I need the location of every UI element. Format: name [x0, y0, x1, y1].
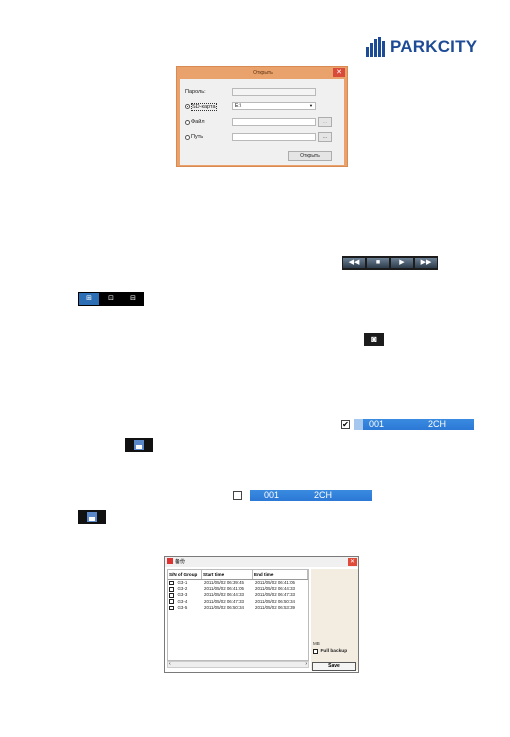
table-row[interactable]: G3-1 2011/05/02 06:39:45 2011/05/02 06:4…: [168, 580, 308, 586]
password-input[interactable]: [232, 88, 316, 96]
path-option-label: Путь: [191, 134, 204, 140]
channel-selector[interactable]: 001 2CH: [354, 419, 474, 430]
channel-selector[interactable]: 001 2CH: [250, 490, 372, 501]
row-checkbox[interactable]: [169, 580, 174, 586]
split-2-icon[interactable]: ⊞: [79, 293, 99, 305]
channel-row-checked: ✔ 001 2CH: [341, 419, 474, 430]
logo-text: PARKCITY: [390, 37, 478, 56]
save-button[interactable]: Save: [312, 662, 356, 671]
table-row[interactable]: G3-3 2011/05/02 06:44:33 2011/05/02 06:4…: [168, 592, 308, 598]
selection-marker: [354, 419, 363, 430]
play-icon[interactable]: ▶: [391, 258, 413, 268]
file-option-label: Файл: [191, 119, 205, 125]
close-icon[interactable]: ✕: [333, 68, 345, 77]
playback-toolbar: ◀◀ ■ ▶ ▶▶: [342, 256, 438, 270]
full-backup-label: Full backup: [320, 649, 348, 654]
table-row[interactable]: G3-2 2011/05/02 06:41:05 2011/05/02 06:4…: [168, 586, 308, 592]
backup-window: 备份 ✕ S/N of Group Start time End time G3…: [164, 556, 359, 673]
row-start: 2011/05/02 06:50:34: [204, 604, 244, 610]
row-checkbox[interactable]: [169, 599, 174, 604]
channel-row-unchecked: 001 2CH: [233, 490, 372, 501]
logo-bars-icon: [366, 37, 386, 57]
table-row[interactable]: G3-4 2011/05/02 06:47:33 2011/05/02 06:5…: [168, 599, 308, 605]
split-1-icon[interactable]: ⊟: [130, 295, 136, 302]
row-start: 2011/05/02 06:39:45: [204, 580, 244, 585]
row-sn: G3-3: [177, 592, 188, 598]
close-icon[interactable]: ✕: [348, 558, 357, 566]
table-header: S/N of Group Start time End time: [168, 570, 308, 580]
backup-side-panel: MB Full backup Save: [311, 569, 358, 671]
backup-floppy-icon[interactable]: [78, 510, 106, 524]
app-icon: [167, 558, 173, 564]
path-radio[interactable]: [185, 135, 190, 140]
dialog-body: Пароль: SD-карта E:\ ▼ Файл ... Путь ...…: [180, 79, 344, 165]
password-label: Пароль:: [185, 89, 206, 95]
path-input[interactable]: [232, 133, 316, 141]
backup-title: 备份: [175, 559, 186, 565]
dialog-title: Открыть: [253, 70, 273, 76]
channel-checkbox-unchecked[interactable]: [233, 491, 242, 500]
row-sn: G3-4: [177, 598, 188, 604]
column-header: Start time: [202, 570, 253, 579]
horizontal-scrollbar[interactable]: ‹ ›: [167, 661, 309, 668]
channel-number: 001: [264, 490, 280, 500]
full-backup-checkbox[interactable]: [313, 649, 318, 654]
stop-icon[interactable]: ■: [367, 258, 389, 268]
backup-title-bar: 备份: [165, 557, 358, 567]
channel-count: 2CH: [314, 490, 333, 500]
split-4-icon[interactable]: ⊡: [108, 295, 114, 302]
row-sn: G3-2: [177, 586, 188, 592]
chevron-down-icon: ▼: [309, 103, 313, 108]
column-header: S/N of Group: [168, 570, 202, 579]
open-dialog: Открыть ✕ Пароль: SD-карта E:\ ▼ Файл ..…: [176, 66, 348, 167]
device-select-value: E:\: [235, 103, 242, 109]
table-row[interactable]: G3-5 2011/05/02 06:50:34 2011/05/02 06:5…: [168, 605, 308, 611]
column-header: End time: [253, 570, 308, 579]
row-end: 2011/05/02 06:47:33: [255, 592, 295, 598]
file-radio[interactable]: [185, 120, 190, 125]
device-option-label: SD-карта: [191, 103, 217, 111]
row-end: 2011/05/02 06:44:33: [255, 586, 295, 592]
device-radio[interactable]: [185, 104, 190, 109]
parkcity-logo: PARKCITY: [366, 37, 477, 57]
row-start: 2011/05/02 06:47:33: [204, 598, 244, 604]
device-select[interactable]: E:\ ▼: [232, 102, 316, 110]
channel-count: 2CH: [428, 419, 447, 429]
backup-size-unit: MB: [313, 641, 320, 646]
row-end: 2011/05/02 06:41:05: [255, 580, 295, 585]
rewind-icon[interactable]: ◀◀: [343, 258, 365, 268]
channel-checkbox-checked[interactable]: ✔: [341, 420, 350, 429]
full-backup-option[interactable]: Full backup: [313, 649, 347, 654]
row-checkbox[interactable]: [169, 587, 174, 592]
fast-forward-icon[interactable]: ▶▶: [415, 258, 437, 268]
channel-number: 001: [369, 419, 385, 429]
row-start: 2011/05/02 06:41:05: [204, 586, 244, 592]
row-end: 2011/05/02 06:50:34: [255, 598, 295, 604]
scroll-left-icon[interactable]: ‹: [169, 661, 171, 667]
file-browse-button[interactable]: ...: [318, 117, 332, 127]
split-toolbar: ⊞ ⊡ ⊟: [78, 292, 144, 306]
file-input[interactable]: [232, 118, 316, 126]
open-button[interactable]: Открыть: [288, 151, 332, 161]
backup-table: S/N of Group Start time End time G3-1 20…: [167, 569, 309, 661]
backup-floppy-icon[interactable]: [125, 438, 153, 452]
row-end: 2011/05/02 06:53:39: [255, 604, 295, 610]
camera-icon[interactable]: ◙: [364, 333, 384, 346]
row-sn: G3-1: [177, 580, 188, 585]
path-browse-button[interactable]: ...: [318, 132, 332, 142]
row-start: 2011/05/02 06:44:33: [204, 592, 244, 598]
row-checkbox[interactable]: [169, 605, 174, 611]
row-sn: G3-5: [177, 604, 188, 610]
scroll-right-icon[interactable]: ›: [305, 661, 307, 667]
row-checkbox[interactable]: [169, 593, 174, 598]
